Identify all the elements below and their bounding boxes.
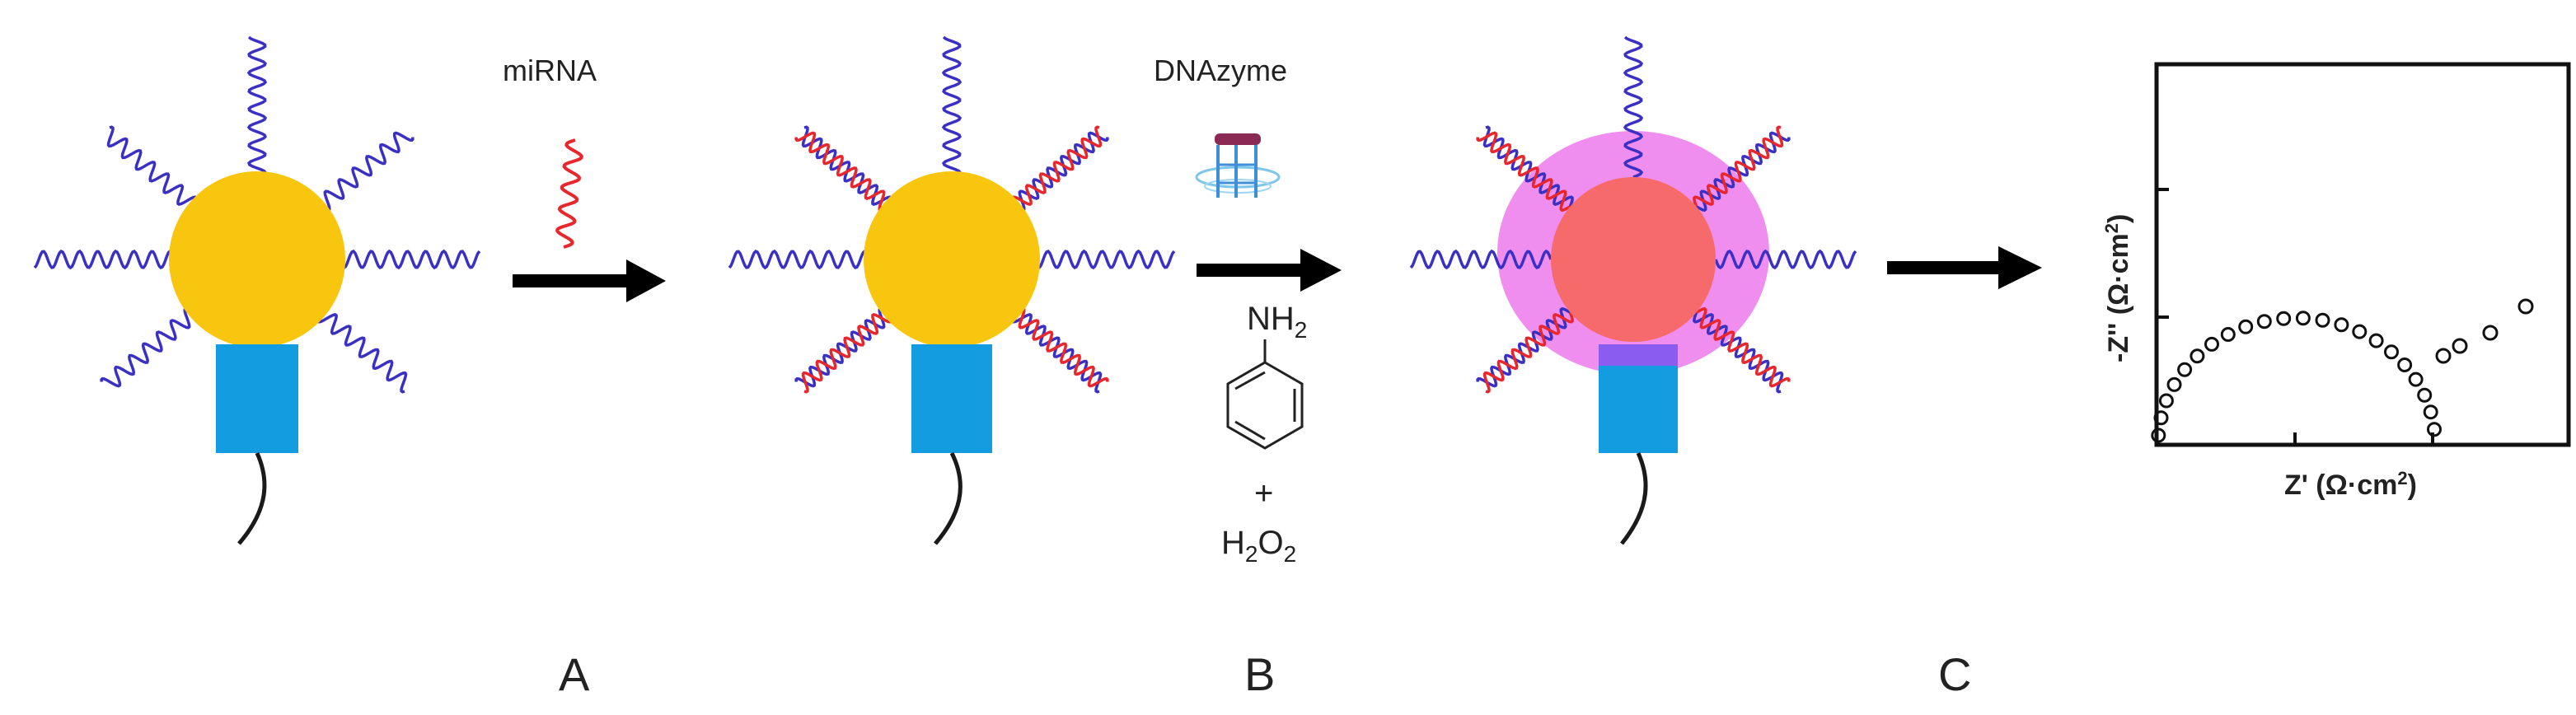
- mirna-strand: [555, 138, 583, 249]
- nyquist-point-11: [2295, 311, 2311, 326]
- probe-strand-a-0: [246, 35, 268, 179]
- y-axis-label: -Z'' (Ω·cm2): [2101, 214, 2134, 362]
- nyquist-point-16: [2384, 344, 2399, 360]
- hybridized-particle-b: [728, 35, 1176, 545]
- strand-c-mirna-1: [1693, 125, 1784, 208]
- reaction-arrow-2: [1197, 249, 1342, 292]
- strand-c-0: [1623, 35, 1644, 179]
- strand-c-4: [1476, 306, 1571, 388]
- strand-b-3: [1011, 311, 1103, 394]
- nyquist-point-13: [2334, 317, 2349, 333]
- nyquist-point-3: [2166, 376, 2182, 392]
- nyquist-point-6: [2204, 336, 2219, 352]
- strand-b-5: [728, 249, 871, 270]
- impedance-plot: [2151, 62, 2571, 447]
- tail-strand-c: [1620, 451, 1648, 545]
- probe-strand-a-6: [106, 125, 198, 208]
- strand-b-4: [794, 306, 890, 388]
- probe-strand-a-3: [316, 311, 408, 394]
- aniline-structure: [1226, 339, 1304, 450]
- nyquist-point-5: [2190, 348, 2205, 364]
- plot-frame: [2154, 62, 2571, 447]
- strand-c-mirna-6: [1476, 131, 1571, 213]
- nyquist-point-23: [2452, 338, 2468, 354]
- tail-strand-a: [237, 451, 267, 545]
- nyquist-point-0: [2151, 428, 2166, 443]
- dnazyme-icon: [1195, 133, 1281, 198]
- tag-block-a: [216, 344, 298, 453]
- strand-c-5: [1409, 249, 1553, 270]
- gold-nanoparticle-b: [864, 171, 1040, 348]
- strand-c-6: [1482, 125, 1574, 208]
- dnazyme-label: DNAzyme: [1154, 54, 1287, 87]
- nyquist-point-2: [2158, 393, 2174, 409]
- panel-label-a: A: [559, 648, 590, 700]
- nyquist-point-4: [2177, 362, 2193, 377]
- strand-c-mirna-4: [1482, 311, 1574, 394]
- strand-c-2: [1714, 249, 1857, 270]
- nyquist-point-19: [2417, 387, 2433, 403]
- reaction-arrow-3: [1887, 246, 2042, 289]
- probe-strand-a-4: [100, 306, 195, 388]
- x-axis-label: Z' (Ω·cm2): [2284, 468, 2417, 501]
- strand-b-2: [1033, 249, 1176, 270]
- strand-b-6: [801, 125, 892, 208]
- probe-strand-a-1: [319, 131, 415, 213]
- nyquist-point-18: [2408, 372, 2424, 387]
- tail-strand-b: [934, 451, 962, 545]
- panel-label-c: C: [1938, 648, 1971, 700]
- nyquist-point-10: [2276, 311, 2292, 326]
- nyquist-point-22: [2435, 348, 2452, 364]
- strand-b-mirna-1: [1011, 125, 1103, 208]
- nyquist-point-24: [2482, 325, 2499, 341]
- nyquist-point-1: [2153, 410, 2169, 426]
- panel-label-b: B: [1244, 648, 1275, 700]
- hybrid-strands-c: [1409, 35, 1857, 394]
- strand-b-0: [941, 35, 962, 179]
- probe-strands-a: [33, 35, 481, 394]
- nyquist-points: [2151, 298, 2534, 443]
- plus-sign: +: [1254, 475, 1273, 512]
- strand-c-mirna-3: [1695, 306, 1791, 388]
- strand-b-mirna-6: [794, 131, 890, 213]
- nyquist-point-9: [2256, 314, 2272, 329]
- gold-nanoparticle-a: [169, 171, 345, 348]
- nyquist-point-7: [2220, 327, 2236, 342]
- hybrid-strands-b: [728, 35, 1176, 394]
- probe-strand-a-5: [33, 249, 176, 270]
- purple-band-c: [1599, 344, 1678, 366]
- peroxide-label: H2O2: [1221, 525, 1296, 567]
- probe-particle-a: [33, 35, 481, 545]
- nyquist-point-21: [2427, 422, 2442, 437]
- strand-b-1: [1014, 131, 1109, 213]
- probe-strand-a-2: [338, 249, 481, 270]
- nyquist-point-20: [2423, 404, 2438, 420]
- strand-c-3: [1693, 311, 1784, 394]
- nyquist-point-14: [2352, 324, 2368, 339]
- nyquist-point-25: [2517, 298, 2534, 315]
- nyquist-point-12: [2315, 312, 2330, 328]
- nyquist-point-8: [2238, 319, 2254, 334]
- strand-c-1: [1695, 131, 1791, 213]
- tag-block-c: [1599, 366, 1678, 453]
- amine-label: NH2: [1247, 301, 1307, 343]
- polymer-coated-particle-c: [1409, 35, 1857, 545]
- tag-block-b: [911, 344, 992, 453]
- strand-b-mirna-4: [801, 311, 892, 394]
- nyquist-point-15: [2368, 333, 2384, 348]
- strand-b-mirna-3: [1014, 306, 1109, 388]
- nyquist-point-17: [2397, 358, 2413, 372]
- coated-core-c: [1551, 177, 1716, 342]
- mirna-label: miRNA: [503, 54, 597, 87]
- reaction-arrow-1: [513, 259, 666, 302]
